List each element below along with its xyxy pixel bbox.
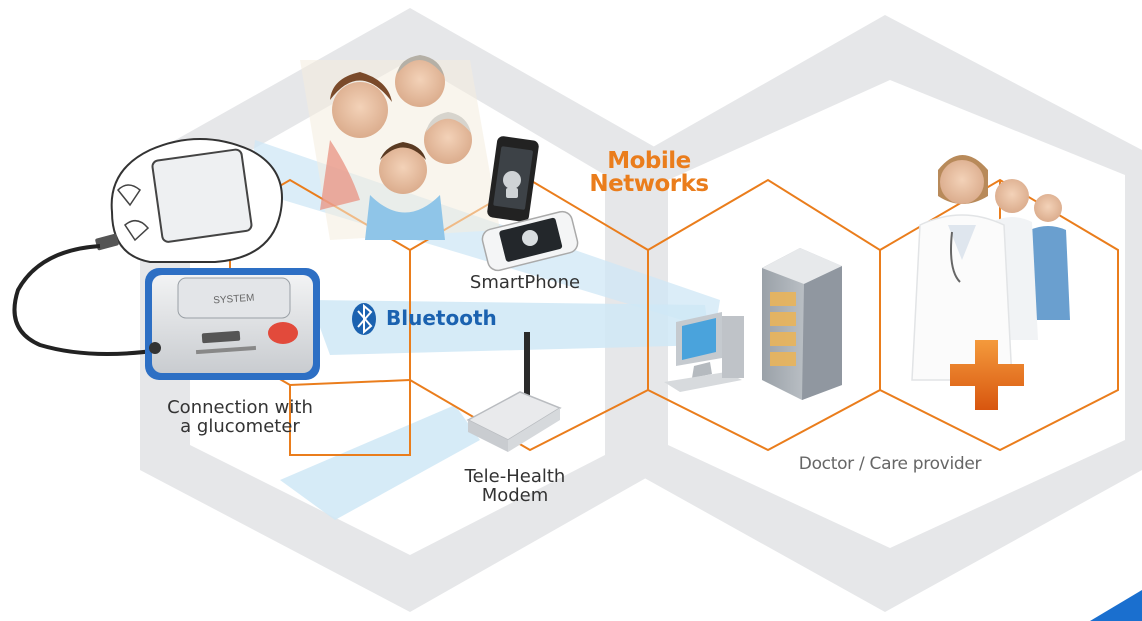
connection-label: Connection with a glucometer — [150, 397, 330, 437]
modem-label-line1: Tele-Health — [464, 466, 566, 487]
bluetooth-icon — [352, 303, 376, 335]
bluetooth-label: Bluetooth — [386, 306, 497, 330]
ba300-device — [145, 268, 320, 380]
corner-accent — [1090, 590, 1142, 621]
smartphone-label: SmartPhone — [469, 272, 581, 293]
medical-cross-icon — [950, 340, 1024, 410]
mobile-label-line2: Networks — [589, 171, 709, 198]
smartphone-icons — [481, 136, 579, 272]
doctors-photo — [911, 155, 1070, 381]
family-photo — [300, 55, 500, 240]
tele-health-modem — [466, 332, 562, 452]
desktop-computer — [664, 312, 744, 392]
server-rack — [762, 248, 842, 400]
doctor-label: Doctor / Care provider — [798, 454, 982, 474]
glucometer — [12, 138, 283, 356]
device-brand: SYSTEM — [213, 293, 255, 307]
beam-modem — [280, 405, 480, 520]
modem-label: Tele-Health Modem — [440, 466, 590, 506]
connection-label-line1: Connection with — [167, 397, 313, 418]
modem-label-line2: Modem — [481, 484, 549, 506]
mobile-networks-label: Mobile Networks — [584, 148, 714, 198]
mobile-label-line1: Mobile — [607, 148, 691, 174]
connection-label-line2: a glucometer — [180, 415, 300, 437]
